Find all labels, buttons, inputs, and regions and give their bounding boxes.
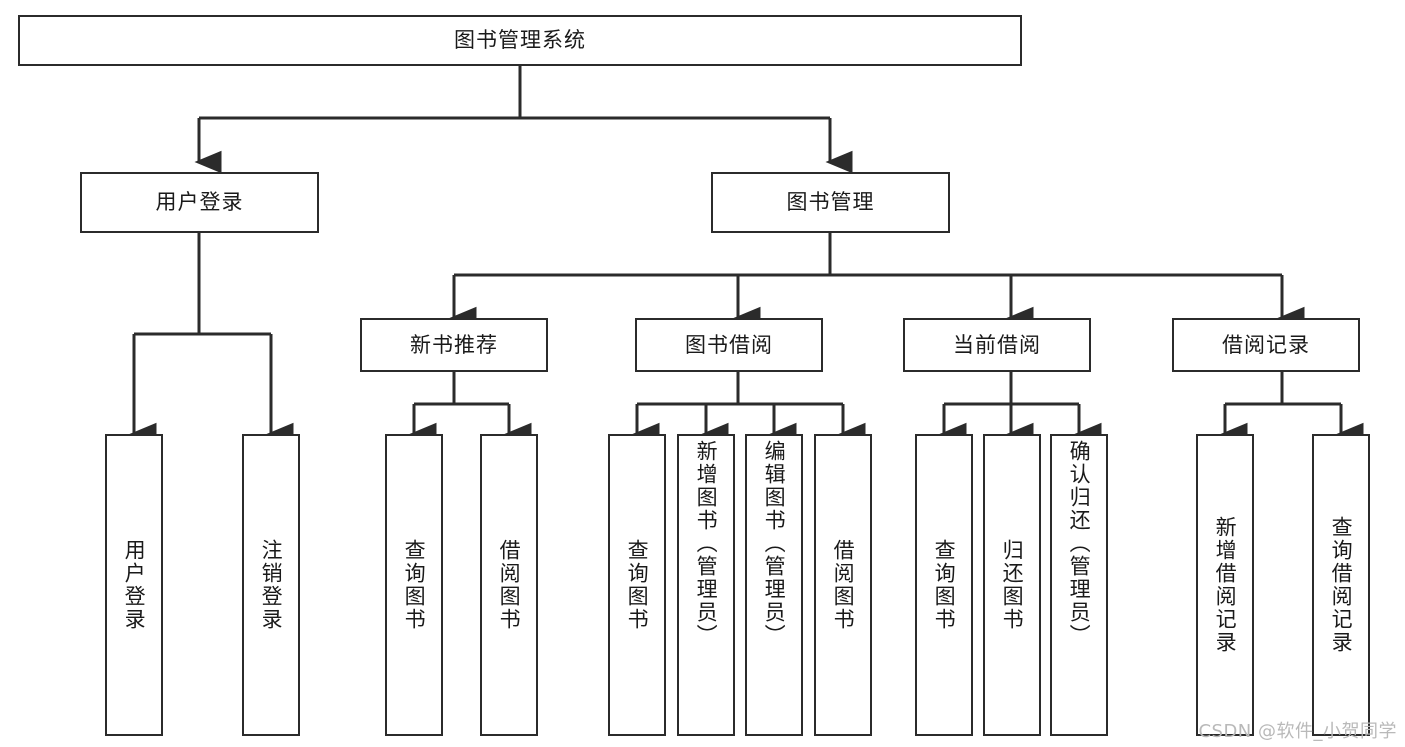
node-user-login[interactable]: 用户登录 (80, 172, 319, 233)
node-book-management[interactable]: 图书管理 (711, 172, 950, 233)
node-borrow-record[interactable]: 借阅记录 (1172, 318, 1360, 372)
node-leaf-add-book-label: 新增图书（管理员） (694, 440, 719, 647)
node-leaf-user-logout-label: 注销登录 (259, 539, 284, 631)
node-leaf-query-book-1-label: 查询图书 (402, 539, 427, 631)
node-leaf-user-logout[interactable]: 注销登录 (242, 434, 300, 736)
node-leaf-add-record[interactable]: 新增借阅记录 (1196, 434, 1254, 736)
node-leaf-confirm-return[interactable]: 确认归还（管理员） (1050, 434, 1108, 736)
node-leaf-query-book-2[interactable]: 查询图书 (608, 434, 666, 736)
node-leaf-query-book-2-label: 查询图书 (625, 539, 650, 631)
node-leaf-return-book-label: 归还图书 (1000, 539, 1025, 631)
node-leaf-edit-book-label: 编辑图书（管理员） (762, 440, 787, 647)
node-book-borrow-label: 图书借阅 (685, 332, 773, 357)
node-leaf-user-login-label: 用户登录 (122, 539, 147, 631)
node-user-login-label: 用户登录 (155, 190, 244, 215)
node-leaf-add-book[interactable]: 新增图书（管理员） (677, 434, 735, 736)
node-leaf-return-book[interactable]: 归还图书 (983, 434, 1041, 736)
node-leaf-query-book-1[interactable]: 查询图书 (385, 434, 443, 736)
node-leaf-query-book-3-label: 查询图书 (932, 539, 957, 631)
node-borrow-record-label: 借阅记录 (1222, 332, 1310, 357)
node-leaf-query-record[interactable]: 查询借阅记录 (1312, 434, 1370, 736)
node-leaf-add-record-label: 新增借阅记录 (1213, 516, 1238, 654)
node-leaf-borrow-book-2-label: 借阅图书 (831, 539, 856, 631)
node-book-management-label: 图书管理 (786, 190, 875, 215)
node-leaf-borrow-book-2[interactable]: 借阅图书 (814, 434, 872, 736)
node-book-borrow[interactable]: 图书借阅 (635, 318, 823, 372)
node-new-book-recommend[interactable]: 新书推荐 (360, 318, 548, 372)
watermark: CSDN @软件_小贺同学 (1198, 721, 1397, 742)
node-leaf-confirm-return-label: 确认归还（管理员） (1067, 440, 1092, 647)
node-leaf-edit-book[interactable]: 编辑图书（管理员） (745, 434, 803, 736)
node-current-borrow-label: 当前借阅 (953, 332, 1041, 357)
node-root-label: 图书管理系统 (454, 28, 586, 53)
node-leaf-borrow-book-1-label: 借阅图书 (497, 539, 522, 631)
node-leaf-query-book-3[interactable]: 查询图书 (915, 434, 973, 736)
node-current-borrow[interactable]: 当前借阅 (903, 318, 1091, 372)
node-leaf-query-record-label: 查询借阅记录 (1329, 516, 1354, 654)
node-leaf-user-login[interactable]: 用户登录 (105, 434, 163, 736)
node-leaf-borrow-book-1[interactable]: 借阅图书 (480, 434, 538, 736)
node-new-book-recommend-label: 新书推荐 (410, 332, 498, 357)
node-root[interactable]: 图书管理系统 (18, 15, 1022, 66)
